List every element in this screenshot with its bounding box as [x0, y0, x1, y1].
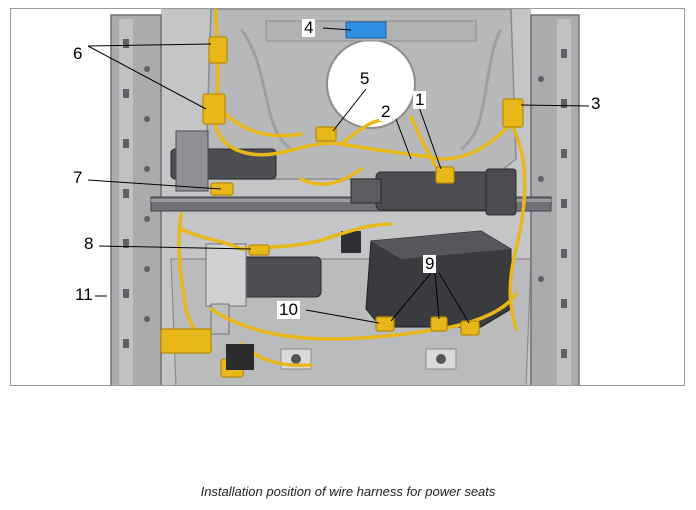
callout-10: 10 [277, 300, 300, 319]
callout-7: 7 [71, 168, 85, 187]
front-motor [170, 130, 277, 192]
callout-1: 1 [413, 90, 427, 109]
callout-8: 8 [82, 234, 96, 253]
figure-caption: Installation position of wire harness fo… [200, 484, 496, 499]
height-motor [205, 243, 322, 335]
callout-11: 11 [73, 285, 95, 304]
callout-6: 6 [71, 44, 85, 63]
callout-3: 3 [589, 94, 603, 113]
seat-frame-drawing [87, 9, 590, 385]
label-tag [345, 21, 387, 39]
control-module [341, 230, 512, 328]
tilt-motor [350, 168, 517, 216]
left-seat-rail [110, 14, 162, 385]
callout-2: 2 [379, 102, 393, 121]
callout-4: 4 [302, 18, 316, 37]
right-seat-rail [530, 14, 580, 385]
seat-frame-illustration: 4 6 5 1 2 3 7 8 9 11 10 [10, 8, 685, 386]
callout-9: 9 [423, 254, 437, 273]
callout-5: 5 [358, 69, 372, 88]
leader-lines [87, 27, 590, 324]
